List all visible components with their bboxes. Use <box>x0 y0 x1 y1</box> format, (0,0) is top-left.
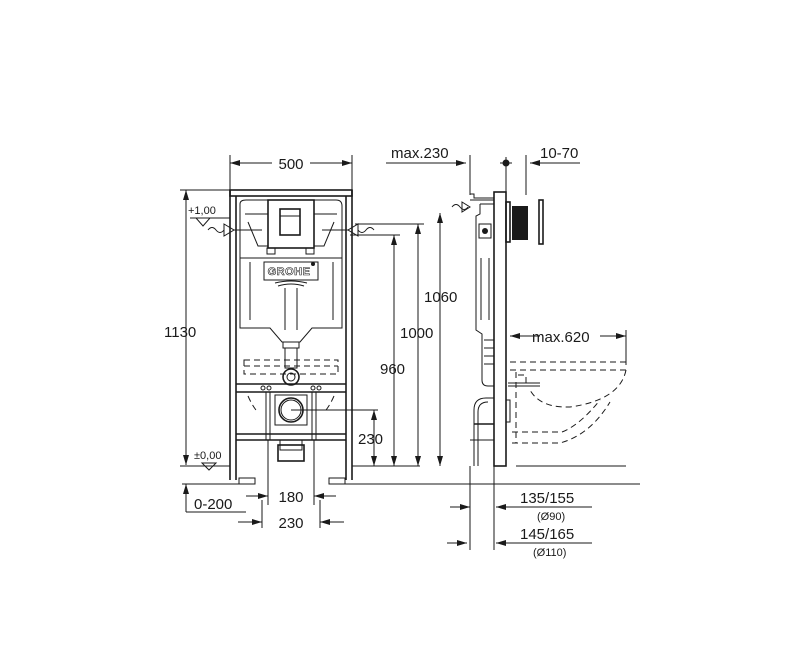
pipe-110-label: 145/165 <box>520 526 574 543</box>
supply-height-label: 960 <box>380 361 405 378</box>
level-top-label: +1,00 <box>188 205 216 217</box>
front-view: 500 GROHE <box>164 155 640 532</box>
bolt-spacing-inner-label: 180 <box>278 489 303 506</box>
side-view: max.230 10-70 <box>386 145 627 559</box>
max-depth-label: max.230 <box>391 145 449 162</box>
frame-height-label: 1000 <box>400 325 433 342</box>
pipe-90-diameter-label: (Ø90) <box>537 511 565 523</box>
width-label: 500 <box>278 156 303 173</box>
floor-adjust-label: 0-200 <box>194 496 232 513</box>
level-zero-label: ±0,00 <box>194 450 221 462</box>
pipe-90-label: 135/155 <box>520 490 574 507</box>
bowl-projection-label: max.620 <box>532 329 590 346</box>
pipe-110-diameter-label: (Ø110) <box>533 547 566 559</box>
wall-thickness-label: 10-70 <box>540 145 578 162</box>
outlet-height-label: 230 <box>358 431 383 448</box>
top-height-label: 1060 <box>424 289 457 306</box>
bolt-spacing-outer-label: 230 <box>278 515 303 532</box>
total-height-label: 1130 <box>164 324 196 341</box>
brand-logo: GROHE <box>268 266 311 278</box>
